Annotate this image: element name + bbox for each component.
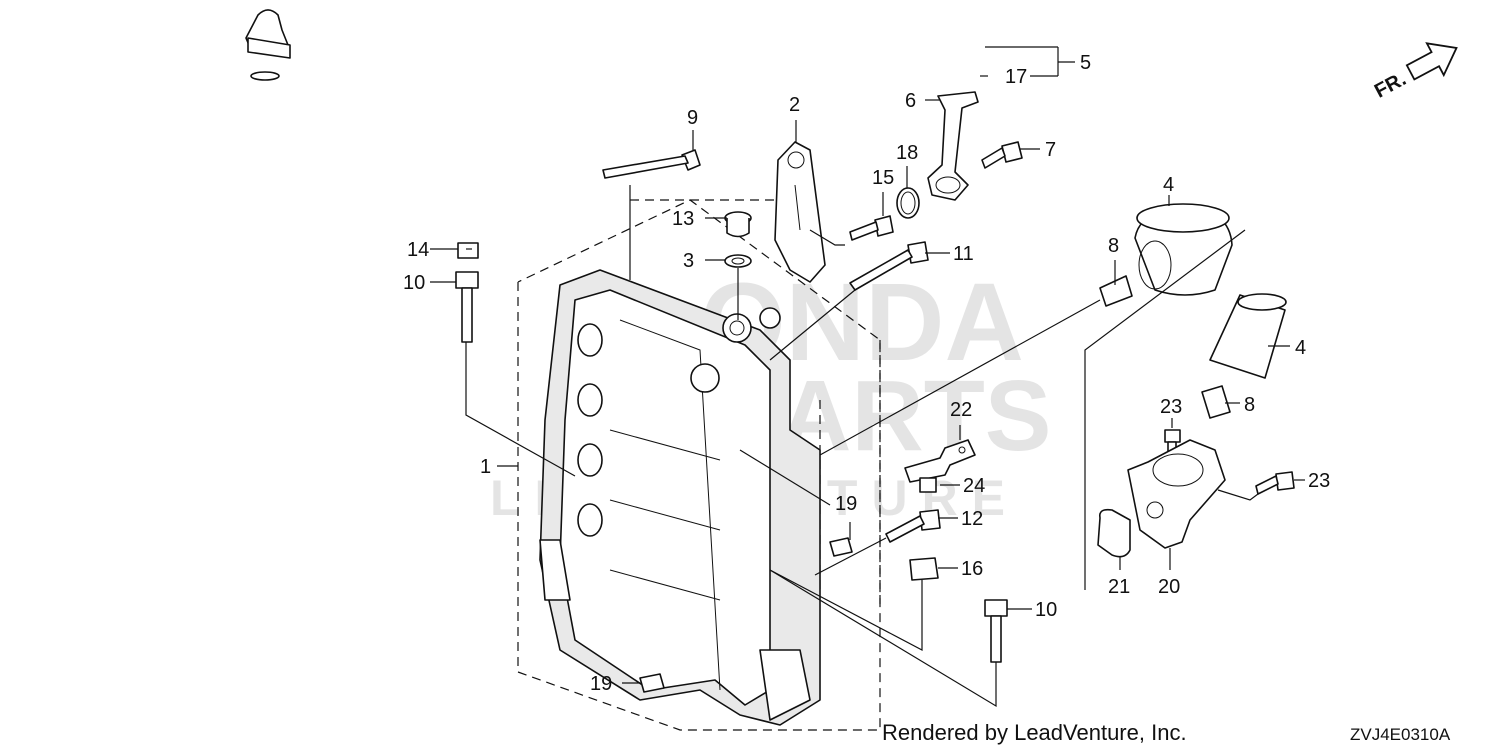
- callout-8-upper: 8: [1108, 235, 1119, 257]
- callout-4-lower: 4: [1295, 337, 1306, 359]
- callout-3: 3: [683, 250, 694, 272]
- front-arrow-icon: [1405, 42, 1458, 81]
- callout-15: 15: [872, 167, 894, 189]
- callout-22: 22: [950, 399, 972, 421]
- callout-18: 18: [896, 142, 918, 164]
- part-8-nipple-lower: [1201, 385, 1231, 419]
- part-18-oring: [896, 187, 920, 219]
- part-21-gasket: [1097, 508, 1131, 558]
- part-23-bolt-right: [1255, 471, 1295, 495]
- part-19-dowel-upper: [829, 537, 853, 557]
- part-7-bolt: [981, 141, 1023, 169]
- part-19-dowel-lower: [639, 673, 665, 693]
- callout-21: 21: [1108, 576, 1130, 598]
- part-14-cap: [457, 242, 479, 259]
- part-3-washer: [724, 254, 752, 268]
- callout-16: 16: [961, 558, 983, 580]
- part-5-oil-cap: [245, 9, 291, 59]
- render-credit: Rendered by LeadVenture, Inc.: [882, 720, 1187, 745]
- front-direction-label: FR.: [1371, 68, 1410, 103]
- callout-23-upper: 23: [1160, 396, 1182, 418]
- callout-19-upper: 19: [835, 493, 857, 515]
- leader-lines: [430, 46, 1305, 708]
- callout-13: 13: [672, 208, 694, 230]
- part-24-bolt: [919, 477, 937, 493]
- part-11-bolt: [849, 241, 929, 291]
- part-9-bolt: [602, 149, 701, 179]
- part-12-bolt: [885, 509, 941, 543]
- callout-24: 24: [963, 475, 985, 497]
- callout-12: 12: [961, 508, 983, 530]
- callout-6: 6: [905, 90, 916, 112]
- callout-2: 2: [789, 94, 800, 116]
- callout-10-left: 10: [403, 272, 425, 294]
- cylinder-block: [539, 269, 821, 726]
- callout-7: 7: [1045, 139, 1056, 161]
- part-16-nut: [909, 557, 939, 581]
- callout-9: 9: [687, 107, 698, 129]
- diagram-code: ZVJ4E0310A: [1350, 725, 1451, 744]
- callout-14: 14: [407, 239, 429, 261]
- callout-23-right: 23: [1308, 470, 1330, 492]
- callout-labels: 1 2 3 4 4 5 6 7 8 8 9 10 10 11 12 13 14 …: [403, 52, 1330, 695]
- front-direction-indicator: FR.: [1371, 42, 1458, 103]
- part-13-plug: [724, 211, 752, 238]
- part-17-oring: [250, 71, 280, 81]
- part-2-bracket: [774, 141, 826, 283]
- part-8-nipple-upper: [1099, 275, 1133, 307]
- part-10-bolt-left: [455, 271, 479, 343]
- callout-20: 20: [1158, 576, 1180, 598]
- callout-4-upper: 4: [1163, 174, 1174, 196]
- part-6-filler-tube: [927, 91, 979, 201]
- callout-17: 17: [1005, 66, 1027, 88]
- part-4-oil-filter-upper: [1134, 203, 1233, 296]
- callout-19-lower: 19: [590, 673, 612, 695]
- part-10-bolt-right: [984, 599, 1008, 663]
- part-20-filter-base: [1127, 439, 1226, 549]
- callout-11: 11: [953, 243, 974, 265]
- callout-8-lower: 8: [1244, 394, 1255, 416]
- callout-1: 1: [480, 456, 491, 478]
- part-4-filter-lower: [1209, 293, 1287, 379]
- callout-5: 5: [1080, 52, 1091, 74]
- part-15-bolt: [849, 215, 894, 241]
- callout-10-right: 10: [1035, 599, 1057, 621]
